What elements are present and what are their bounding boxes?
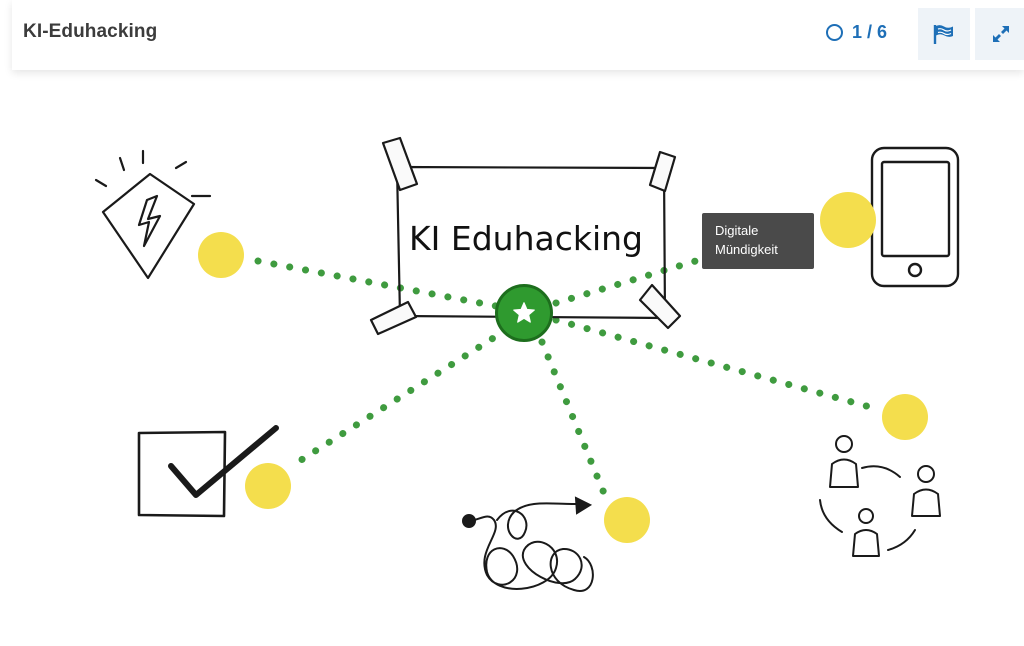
progress-circle-icon	[826, 23, 843, 41]
expand-icon	[993, 26, 1009, 42]
sketch-illustration: KI Eduhacking	[94, 136, 960, 592]
checkbox-sketch-icon	[137, 425, 279, 518]
hotspot-people[interactable]	[882, 394, 928, 440]
hotspot-stage: KI Eduhacking	[0, 70, 1024, 646]
lightning-sketch-icon	[94, 149, 212, 280]
people-sketch-icon	[819, 435, 941, 557]
fullscreen-button[interactable]	[975, 8, 1024, 60]
header-bar: KI-Eduhacking 1 / 6	[12, 0, 1024, 70]
connector-line-4	[538, 338, 610, 502]
connector-line-3	[294, 326, 510, 466]
connector-line-5	[552, 316, 874, 411]
hotspot-tangle[interactable]	[604, 497, 650, 543]
page-title: KI-Eduhacking	[23, 21, 158, 42]
flag-button[interactable]	[918, 8, 970, 60]
hotspot-checkbox[interactable]	[245, 463, 291, 509]
hotspot-digitale-muendigkeit[interactable]	[820, 192, 876, 248]
hotspot-tooltip: Digitale Mündigkeit	[702, 213, 814, 269]
tooltip-line-2: Mündigkeit	[715, 242, 778, 257]
paper-sketch	[369, 136, 682, 336]
progress-text: 1 / 6	[852, 21, 888, 42]
tooltip-line-1: Digitale	[715, 223, 759, 238]
progress-indicator[interactable]: 1 / 6	[826, 20, 887, 44]
flag-icon	[933, 25, 953, 44]
hotspot-lightning[interactable]	[198, 232, 244, 278]
phone-sketch-icon	[870, 146, 960, 288]
center-star-button[interactable]	[495, 284, 553, 342]
scene-heading: KI Eduhacking	[409, 219, 643, 258]
tangle-sketch-icon	[462, 496, 594, 592]
connector-line-1	[254, 257, 500, 310]
star-icon	[513, 302, 535, 323]
